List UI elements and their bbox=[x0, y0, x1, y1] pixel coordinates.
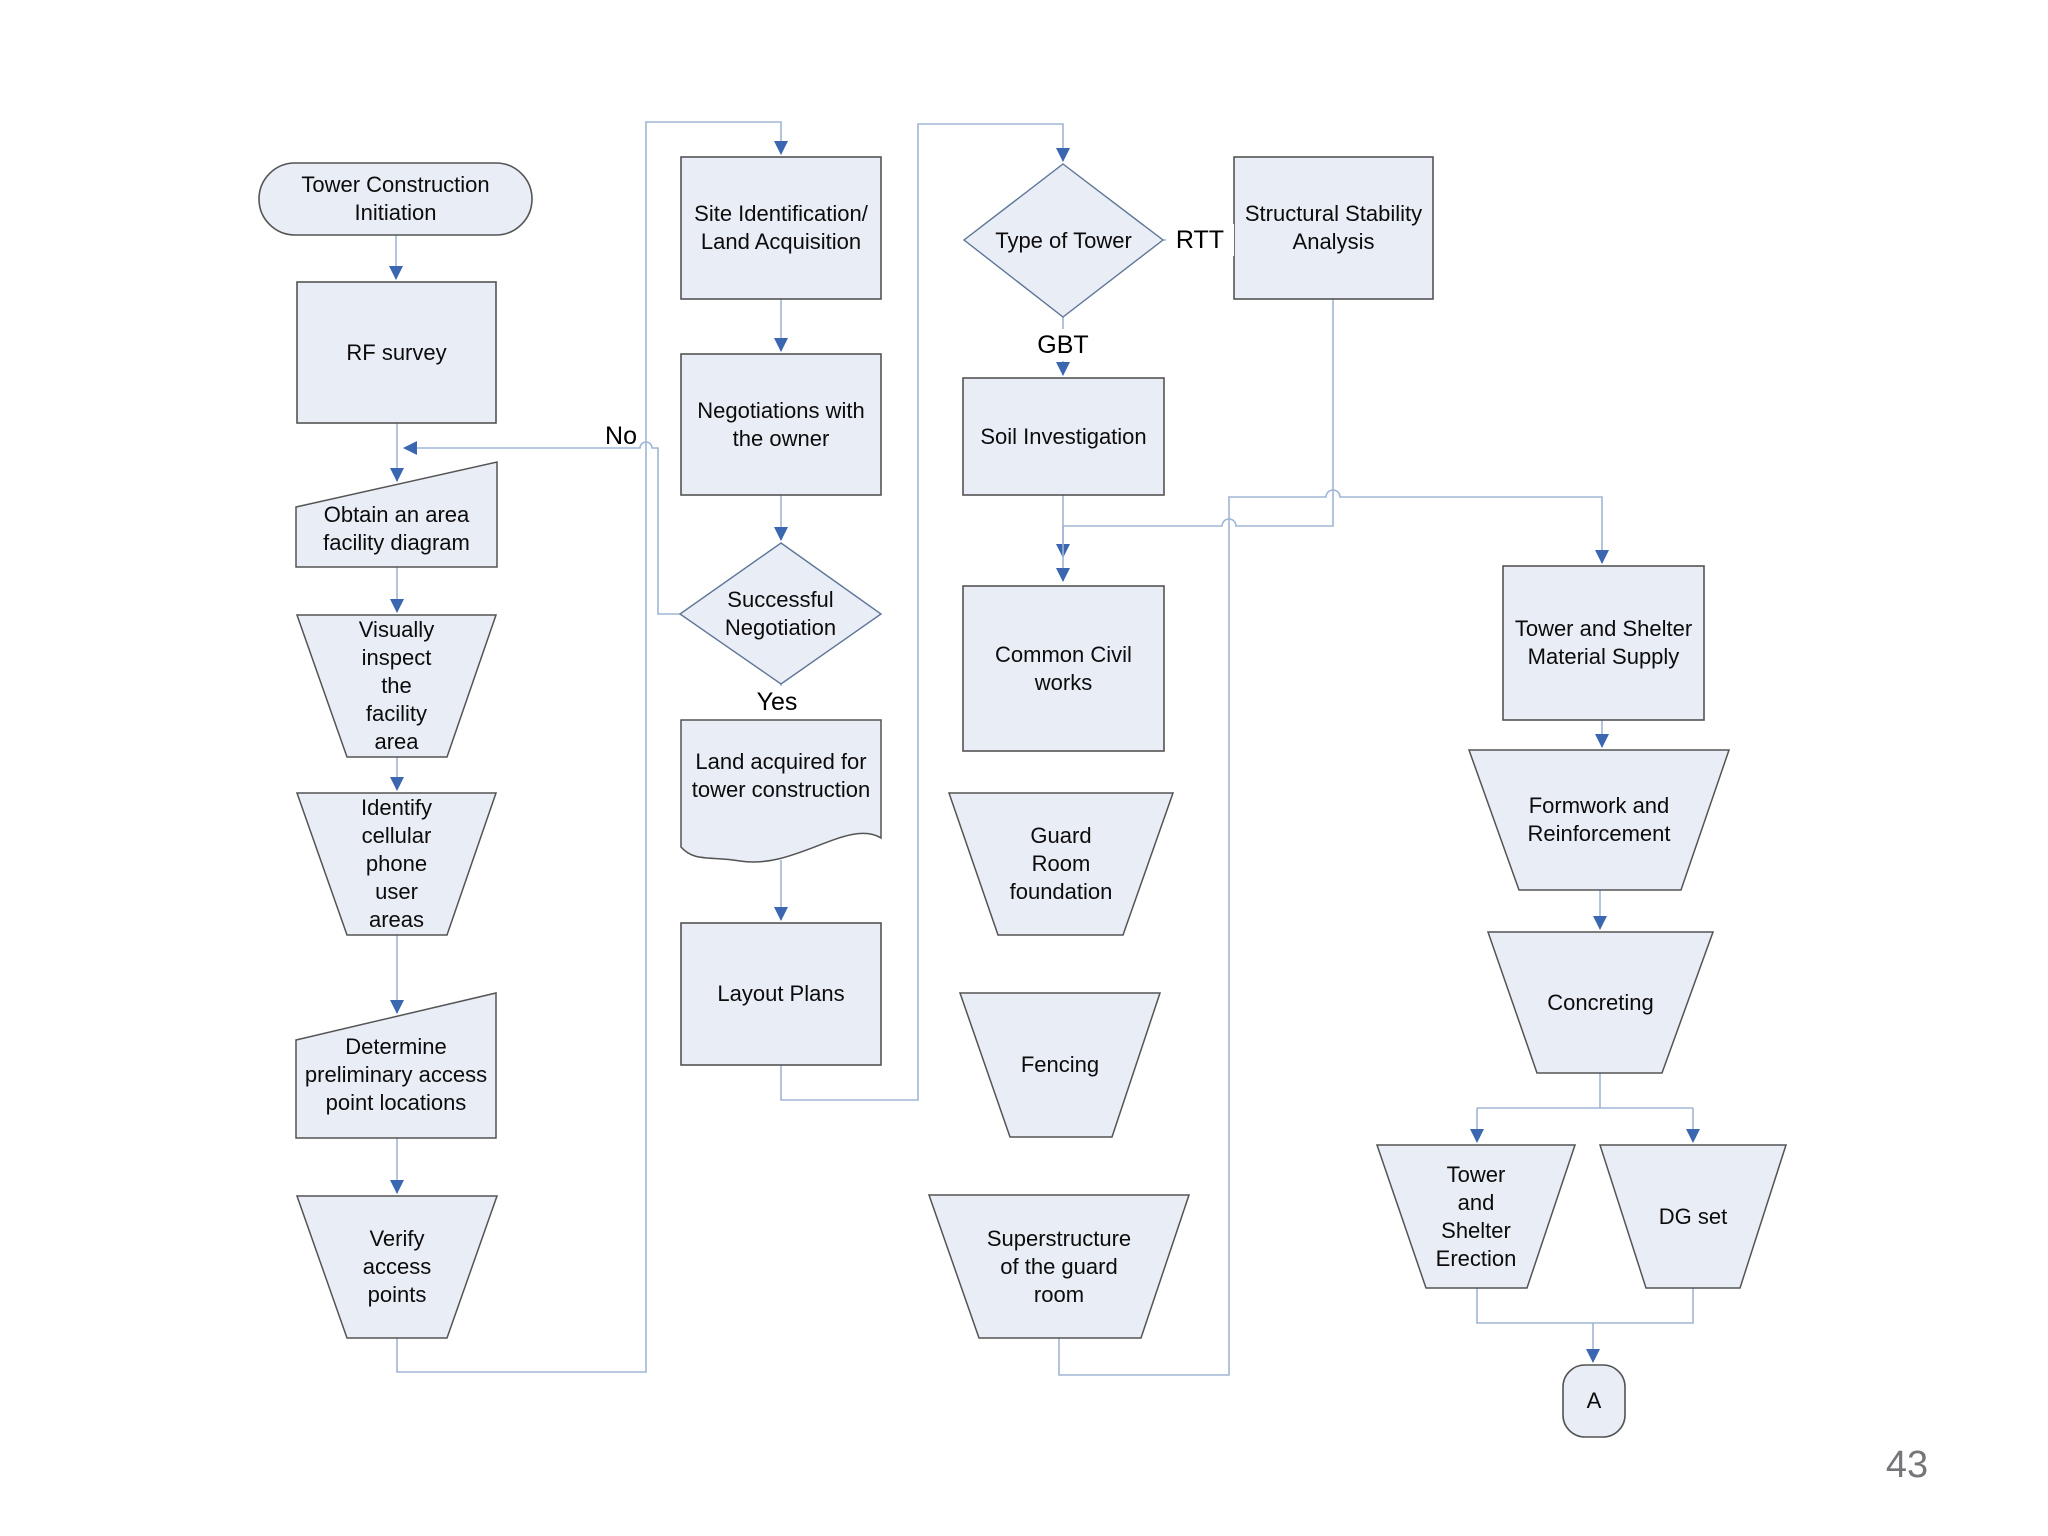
soil-investigation-shape bbox=[962, 377, 1165, 496]
connector-concreting-split bbox=[1477, 1073, 1693, 1109]
identify-users-shape bbox=[295, 792, 498, 936]
connector-superstructure-to-material-supply bbox=[1058, 489, 1609, 1376]
structural-stability-shape bbox=[1233, 156, 1434, 300]
formwork-shape bbox=[1467, 749, 1731, 891]
land-acquired-shape bbox=[680, 719, 882, 863]
connector-verify-to-site-identification bbox=[396, 121, 788, 1373]
layout-plans-shape bbox=[680, 922, 882, 1066]
rf-survey-shape bbox=[296, 281, 497, 424]
successful-negotiation-shape bbox=[678, 542, 883, 685]
common-civil-shape bbox=[962, 585, 1165, 752]
site-identification-shape bbox=[680, 156, 882, 300]
concreting-shape bbox=[1486, 931, 1715, 1074]
determine-access-shape bbox=[295, 992, 497, 1139]
obtain-diagram-shape bbox=[295, 461, 498, 568]
connector-erection-dg-merge bbox=[1476, 1288, 1694, 1324]
superstructure-shape bbox=[927, 1194, 1191, 1339]
negotiations-shape bbox=[680, 353, 882, 496]
guard-room-shape bbox=[947, 792, 1175, 936]
connector-layout-to-type-of-tower bbox=[780, 123, 1070, 1101]
dg-set-shape bbox=[1598, 1144, 1788, 1289]
connector-negotiation-no-loop bbox=[403, 441, 680, 615]
shape-layer bbox=[258, 156, 1788, 1438]
a-terminator-shape bbox=[1562, 1364, 1626, 1438]
verify-access-shape bbox=[295, 1195, 499, 1339]
visually-inspect-shape bbox=[295, 614, 498, 758]
start-terminator-shape bbox=[258, 162, 533, 236]
connector-layer bbox=[389, 121, 1700, 1376]
page-number: 43 bbox=[1885, 1443, 1929, 1486]
erection-shape bbox=[1375, 1144, 1577, 1289]
fencing-shape bbox=[958, 992, 1162, 1138]
type-of-tower-shape bbox=[962, 163, 1165, 318]
material-supply-shape bbox=[1502, 565, 1705, 721]
